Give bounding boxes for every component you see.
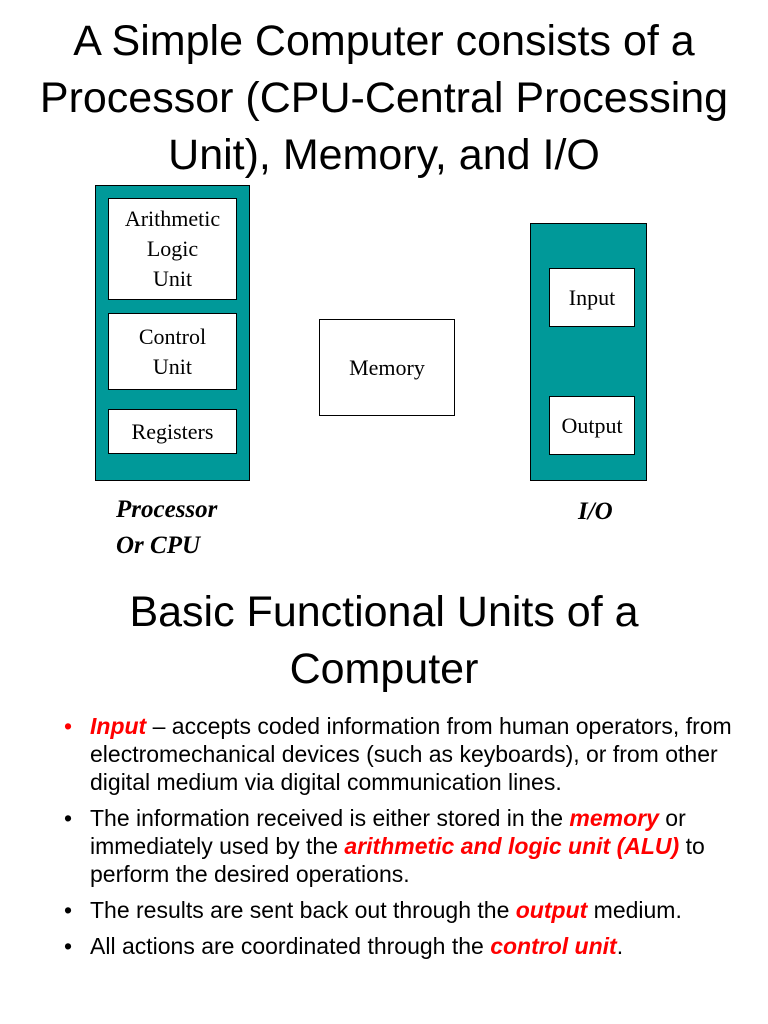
bullet-dot-icon: •	[64, 933, 73, 959]
highlighted-term: control unit	[490, 933, 617, 959]
memory-label: Memory	[349, 354, 425, 380]
bullet-item: • The information received is either stor…	[60, 804, 760, 888]
title-line: Processor (CPU-Central Processing	[39, 74, 729, 122]
bullet-dot-icon: •	[64, 897, 73, 923]
processor-caption-line: Processor	[116, 496, 218, 523]
bullet-text: The results are sent back out through th…	[90, 897, 516, 923]
alu-box: Arithmetic Logic Unit	[108, 198, 237, 300]
highlighted-term: memory	[569, 805, 659, 831]
bullet-item: • Input – accepts coded information from …	[60, 712, 760, 796]
bullet-item: • The results are sent back out through t…	[60, 896, 760, 924]
alu-label-line: Arithmetic	[124, 206, 221, 231]
bullet-text: All actions are coordinated through the	[90, 933, 491, 959]
section-title: Basic Functional Units of a Computer	[0, 584, 768, 698]
bullet-text: to perform the desired operations.	[90, 833, 705, 887]
control-unit-box: Control Unit	[108, 313, 237, 390]
bullet-dot-icon: •	[64, 713, 73, 739]
bullet-text: The information received is either store…	[90, 805, 570, 831]
control-unit-label-line: Control	[138, 323, 207, 349]
registers-label: Registers	[131, 418, 214, 444]
title-line: Unit), Memory, and I/O	[168, 131, 600, 179]
bullet-text: or immediately used by the	[90, 805, 686, 859]
bullet-text: – accepts coded information from human o…	[90, 713, 732, 795]
processor-caption: Processor Or CPU	[116, 492, 217, 564]
input-label: Input	[568, 284, 616, 310]
memory-box: Memory	[319, 319, 455, 416]
bullet-dot-icon: •	[64, 805, 73, 831]
highlighted-term: Input	[90, 713, 147, 739]
output-label: Output	[561, 412, 623, 438]
processor-caption-line: Or CPU	[116, 532, 201, 559]
highlighted-term: arithmetic and logic unit (ALU)	[344, 833, 680, 859]
bullet-text: medium.	[587, 897, 682, 923]
output-box: Output	[549, 396, 635, 455]
registers-box: Registers	[108, 409, 237, 454]
alu-label-line: Unit	[152, 266, 193, 291]
input-box: Input	[549, 268, 635, 327]
io-caption-text: I/O	[578, 498, 613, 525]
control-unit-label-line: Unit	[152, 353, 193, 379]
page-title: A Simple Computer consists of a Processo…	[0, 13, 768, 184]
section-title-line: Computer	[289, 645, 479, 693]
title-line: A Simple Computer consists of a	[73, 17, 695, 65]
section-title-line: Basic Functional Units of a	[129, 588, 639, 636]
alu-label-line: Logic	[146, 236, 199, 261]
bullet-text: .	[616, 933, 624, 959]
functional-units-list: • Input – accepts coded information from …	[60, 712, 760, 968]
io-caption: I/O	[578, 494, 613, 530]
highlighted-term: output	[515, 897, 588, 923]
bullet-item: • All actions are coordinated through the…	[60, 932, 760, 960]
